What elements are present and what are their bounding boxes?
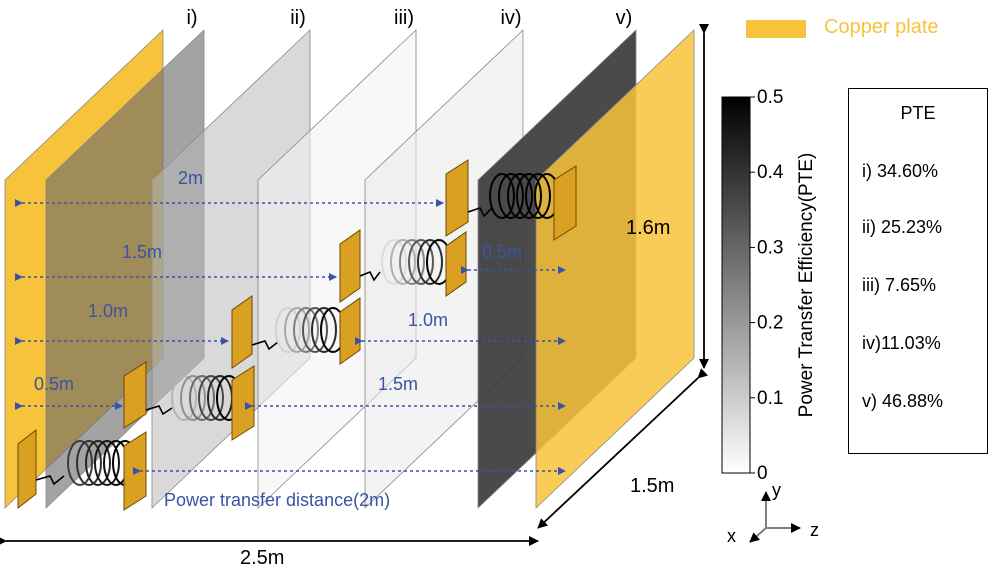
colorbar-title: Power Transfer Efficiency(PTE) — [796, 153, 817, 418]
plate-v-label: v) — [616, 7, 633, 29]
colorbar-gradient — [721, 96, 751, 474]
coil-4 — [275, 307, 346, 353]
axis-y-label: y — [772, 480, 781, 500]
coil-8-turn — [498, 173, 524, 219]
colorbar-tick-label: 0 — [757, 463, 768, 484]
tx-lead-1 — [35, 475, 65, 486]
pte-row-iii: iii) 7.65% — [862, 275, 937, 295]
coil-4-turn — [311, 307, 337, 353]
pad-8 — [445, 159, 469, 237]
tx-coil-1-turn — [67, 440, 93, 486]
coil-8-turn — [525, 173, 551, 219]
label-power-transfer: Power transfer distance(2m) — [164, 490, 390, 510]
coil-4-turn — [293, 307, 319, 353]
pad-7 — [445, 231, 467, 297]
rx-coil-2-turn — [189, 375, 215, 421]
xyz-axes — [749, 491, 801, 543]
plate-i-label: i) — [186, 7, 197, 29]
width-label: 2.5m — [240, 547, 284, 568]
colorbar-tick-label: 0.3 — [757, 237, 783, 258]
label-right-1-0m: 1.0m — [408, 310, 448, 330]
coil-6-turn — [399, 239, 425, 285]
coil-6-turn — [417, 239, 443, 285]
depth-arrow — [537, 368, 708, 529]
plate-ii-label: ii) — [290, 7, 306, 29]
depth-label: 1.5m — [630, 475, 674, 497]
lead-4 — [251, 340, 279, 351]
colorbar-ticks: 0 0.1 0.2 0.3 0.4 0.5 — [750, 87, 784, 484]
label-right-0-5m: 0.5m — [482, 242, 522, 262]
plate-iii-label: iii) — [394, 7, 414, 29]
copper-plate-swatch — [746, 20, 806, 38]
coil-6 — [381, 239, 452, 285]
label-1-0m: 1.0m — [88, 301, 128, 321]
distance-arrows — [15, 199, 566, 475]
pte-title: PTE — [900, 103, 936, 123]
copper-plate-label: Copper plate — [824, 16, 939, 38]
pte-table: PTE i) 34.60% ii) 25.23% iii) 7.65% iv)1… — [848, 88, 988, 454]
pte-row-ii: ii) 25.23% — [862, 217, 943, 237]
height-label: 1.6m — [626, 217, 670, 239]
colorbar-tick-label: 0.1 — [757, 388, 783, 409]
pte-row-i: i) 34.60% — [862, 161, 939, 181]
coil-8-turn — [489, 173, 515, 219]
coil-8 — [489, 173, 560, 219]
coil-6-turn — [390, 239, 416, 285]
colorbar-tick-label: 0.4 — [757, 162, 784, 183]
rx-pad-far — [553, 165, 577, 241]
rx-coil-2-turn — [171, 375, 197, 421]
lead-6 — [359, 270, 381, 282]
label-2m: 2m — [178, 168, 203, 188]
coil-6-turn — [381, 239, 407, 285]
rx-lead-2 — [145, 405, 173, 416]
pad-5 — [339, 297, 361, 365]
colorbar-tick-label: 0.5 — [757, 87, 783, 108]
pad-4 — [231, 295, 253, 369]
axis-x-line — [749, 527, 767, 543]
coil-8-turn — [516, 173, 542, 219]
colorbar-tick-label: 0.2 — [757, 313, 783, 334]
dimension-arrows — [0, 24, 709, 546]
rx-pad-2 — [123, 361, 147, 429]
coil-6-turn — [408, 239, 434, 285]
rx-coil-2-turn — [198, 375, 224, 421]
label-right-1-5m: 1.5m — [378, 374, 418, 394]
plate-iv-label: iv) — [500, 7, 521, 29]
pte-row-v: v) 46.88% — [862, 391, 944, 411]
pad-6 — [339, 229, 361, 303]
distance-labels: 2m 1.5m 1.0m 0.5m 0.5m 1.0m 1.5m Power t… — [34, 168, 522, 510]
tx-coil-1-turn — [76, 440, 102, 486]
colorbar: 0 0.1 0.2 0.3 0.4 0.5 Power Transfer Efficien… — [721, 87, 817, 484]
coil-4-turn — [275, 307, 301, 353]
coils-layer — [17, 159, 577, 511]
coil-8-turn — [507, 173, 533, 219]
pad-3 — [231, 365, 255, 441]
tx-pad-1 — [17, 428, 37, 510]
label-0-5m: 0.5m — [34, 374, 74, 394]
lead-8 — [467, 207, 493, 218]
coil-4-turn — [302, 307, 328, 353]
label-1-5m: 1.5m — [122, 242, 162, 262]
pte-row-iv: iv)11.03% — [862, 333, 941, 353]
tx-coil-1-turn — [94, 440, 120, 486]
axis-z-label: z — [810, 520, 819, 540]
axis-x-label: x — [727, 526, 736, 546]
tx-coil-1-turn — [85, 440, 111, 486]
coil-4-turn — [284, 307, 310, 353]
rx-coil-2-turn — [180, 375, 206, 421]
